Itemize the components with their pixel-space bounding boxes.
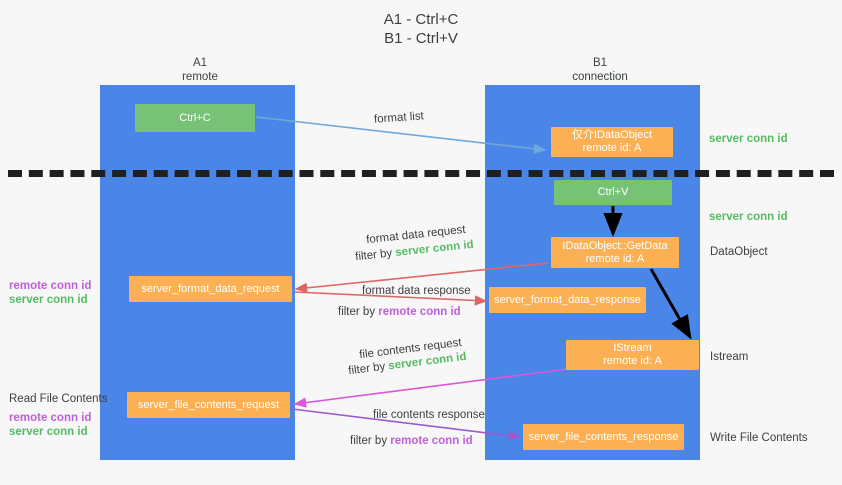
- diagram-title: A1 - Ctrl+C B1 - Ctrl+V: [383, 11, 459, 47]
- label-file-contents-response: file contents response: [373, 409, 485, 421]
- label-format-data-response-filter: filter by remote conn id: [338, 305, 461, 319]
- node-ctrl-v[interactable]: Ctrl+V: [554, 180, 672, 205]
- label-server-conn-id-mid: server conn id: [709, 211, 788, 223]
- label-write-file-contents: Write File Contents: [710, 432, 808, 444]
- label-dataobject: DataObject: [710, 246, 768, 258]
- node-server-format-data-response[interactable]: server_format_data_response: [489, 287, 646, 313]
- filter-by-text-2: filter by: [338, 306, 379, 318]
- node-istream[interactable]: IStream remote id: A: [566, 340, 699, 370]
- filter-by-text-3: filter by: [347, 360, 390, 378]
- node-idataobject[interactable]: 仅介IDataObject remote id: A: [551, 127, 673, 157]
- node-server-file-contents-request[interactable]: server_file_contents_request: [127, 392, 290, 418]
- label-remote-conn-id-1: remote conn id: [9, 280, 92, 292]
- label-server-conn-id-top: server conn id: [709, 133, 788, 145]
- label-conn-ids-format: remote conn id server conn id: [9, 279, 91, 307]
- label-server-conn-id-2: server conn id: [9, 426, 88, 438]
- label-conn-ids-file: remote conn id server conn id: [9, 411, 91, 439]
- node-server-format-data-request[interactable]: server_format_data_request: [129, 276, 292, 302]
- lane-b1-heading: B1 connection: [572, 57, 628, 83]
- node-ctrl-c[interactable]: Ctrl+C: [135, 104, 255, 132]
- label-file-contents-response-filter: filter by remote conn id: [350, 434, 473, 448]
- label-server-conn-id-1: server conn id: [9, 294, 88, 306]
- lane-a1-heading: A1 remote: [182, 57, 218, 83]
- filter-by-text-4: filter by: [350, 435, 391, 447]
- filter-by-text-1: filter by: [354, 247, 396, 264]
- label-remote-conn-id-2: remote conn id: [9, 412, 92, 424]
- label-read-file-contents: Read File Contents: [9, 393, 108, 405]
- filter-remote-conn-id-1: remote conn id: [378, 306, 461, 318]
- label-istream: Istream: [710, 351, 749, 363]
- node-idataobject-getdata[interactable]: IDataObject::GetData remote id: A: [551, 237, 679, 268]
- clipboard-boundary-divider: [8, 170, 834, 177]
- label-format-list: format list: [373, 110, 425, 126]
- filter-remote-conn-id-2: remote conn id: [390, 435, 473, 447]
- node-server-file-contents-response[interactable]: server_file_contents_response: [523, 424, 684, 450]
- label-format-data-response: format data response: [362, 285, 471, 297]
